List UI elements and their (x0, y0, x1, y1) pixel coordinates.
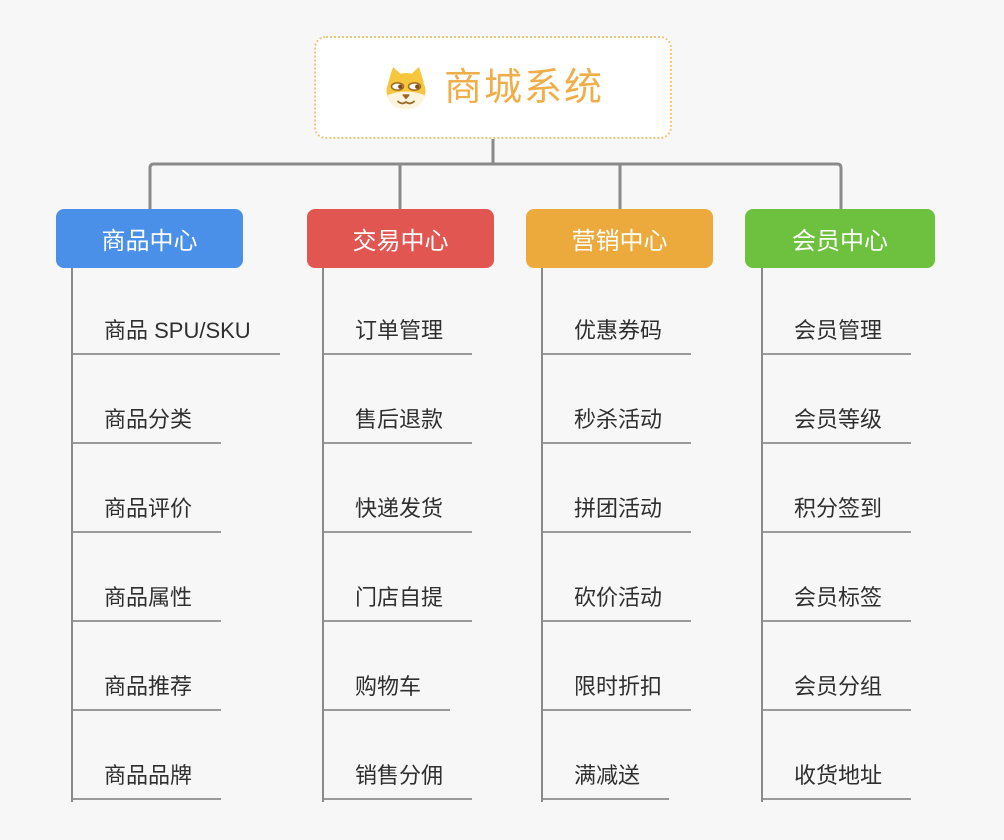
branch-label: 交易中心 (352, 228, 449, 255)
leaf-node[interactable]: 会员分组 (761, 622, 912, 711)
root-node-mall-system[interactable]: 商城系统 (314, 36, 672, 139)
leaf-node[interactable]: 售后退款 (322, 355, 473, 444)
root-title: 商城系统 (443, 66, 604, 109)
leaf-node[interactable]: 拼团活动 (541, 444, 692, 533)
leaf-node[interactable]: 积分签到 (761, 444, 912, 533)
leaf-label: 积分签到 (761, 496, 912, 533)
branch-node-member-center[interactable]: 会员中心 (745, 209, 935, 268)
leaf-label: 拼团活动 (541, 496, 692, 533)
leaf-node[interactable]: 优惠券码 (541, 266, 692, 355)
leaf-node[interactable]: 销售分佣 (322, 711, 473, 800)
leaf-node[interactable]: 订单管理 (322, 266, 473, 355)
leaf-label: 限时折扣 (541, 674, 692, 711)
leaf-node[interactable]: 商品 SPU/SKU (71, 266, 280, 355)
leaf-node[interactable]: 商品属性 (71, 533, 280, 622)
leaf-node[interactable]: 秒杀活动 (541, 355, 692, 444)
branch-node-product-center[interactable]: 商品中心 (56, 209, 243, 268)
leaf-label: 会员等级 (761, 407, 912, 444)
leaf-column-product-center: 商品 SPU/SKU 商品分类 商品评价 商品属性 商品推荐 商品品牌 (71, 266, 280, 802)
branch-vertical-line (71, 268, 73, 802)
leaf-node[interactable]: 会员等级 (761, 355, 912, 444)
leaf-node[interactable]: 砍价活动 (541, 533, 692, 622)
leaf-node[interactable]: 商品品牌 (71, 711, 280, 800)
leaf-node[interactable]: 商品推荐 (71, 622, 280, 711)
branch-label: 营销中心 (571, 228, 668, 255)
leaf-node[interactable]: 商品评价 (71, 444, 280, 533)
leaf-node[interactable]: 会员管理 (761, 266, 912, 355)
branch-node-trade-center[interactable]: 交易中心 (307, 209, 494, 268)
leaf-label: 快递发货 (322, 496, 473, 533)
leaf-label: 收货地址 (761, 763, 912, 800)
leaf-label: 门店自提 (322, 585, 473, 622)
leaf-label: 商品分类 (71, 407, 222, 444)
branch-label: 会员中心 (792, 228, 888, 255)
leaf-node[interactable]: 快递发货 (322, 444, 473, 533)
leaf-column-trade-center: 订单管理 售后退款 快递发货 门店自提 购物车 销售分佣 (322, 266, 473, 802)
branch-vertical-line (541, 268, 543, 802)
leaf-label: 商品品牌 (71, 763, 222, 800)
branch-vertical-line (761, 268, 763, 802)
leaf-label: 订单管理 (322, 318, 473, 355)
leaf-label: 优惠券码 (541, 318, 692, 355)
leaf-label: 商品属性 (71, 585, 222, 622)
leaf-node[interactable]: 商品分类 (71, 355, 280, 444)
leaf-label: 商品 SPU/SKU (71, 318, 280, 355)
leaf-column-member-center: 会员管理 会员等级 积分签到 会员标签 会员分组 收货地址 (761, 266, 912, 802)
leaf-node[interactable]: 收货地址 (761, 711, 912, 800)
leaf-node[interactable]: 满减送 (541, 711, 691, 800)
leaf-label: 售后退款 (322, 407, 473, 444)
leaf-node[interactable]: 门店自提 (322, 533, 473, 622)
leaf-column-marketing-center: 优惠券码 秒杀活动 拼团活动 砍价活动 限时折扣 满减送 (541, 266, 692, 802)
branch-label: 商品中心 (101, 228, 198, 255)
leaf-label: 会员管理 (761, 318, 912, 355)
leaf-label: 会员标签 (761, 585, 912, 622)
leaf-node[interactable]: 限时折扣 (541, 622, 692, 711)
leaf-label: 销售分佣 (322, 763, 473, 800)
leaf-label: 会员分组 (761, 674, 912, 711)
leaf-label: 满减送 (541, 763, 670, 800)
leaf-label: 砍价活动 (541, 585, 692, 622)
branch-vertical-line (322, 268, 324, 802)
leaf-label: 商品评价 (71, 496, 222, 533)
leaf-label: 商品推荐 (71, 674, 222, 711)
branch-node-marketing-center[interactable]: 营销中心 (526, 209, 713, 268)
leaf-label: 购物车 (322, 674, 451, 711)
shiba-dog-icon (382, 66, 430, 110)
leaf-node[interactable]: 购物车 (322, 622, 472, 711)
leaf-label: 秒杀活动 (541, 407, 692, 444)
leaf-node[interactable]: 会员标签 (761, 533, 912, 622)
